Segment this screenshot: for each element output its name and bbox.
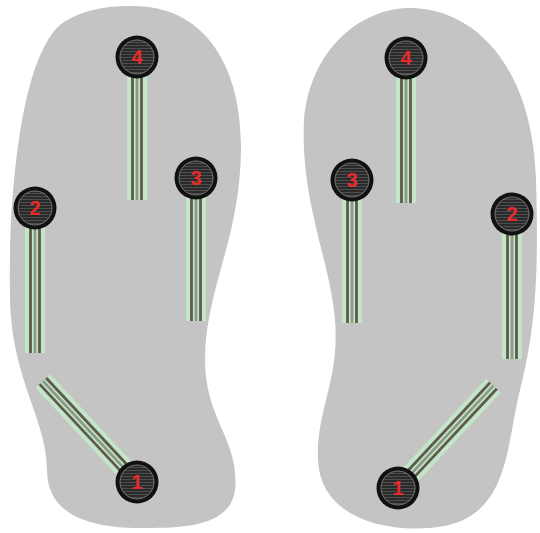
sensor-lead (342, 198, 362, 323)
sensor-circle: 2 (13, 186, 57, 230)
callout-number: 4 (131, 47, 142, 67)
sensor-lead (186, 196, 206, 321)
callout-number: 3 (190, 168, 201, 188)
sensor-lead (502, 232, 522, 359)
callout-number: 4 (400, 48, 411, 68)
sensor-lead (36, 374, 132, 475)
callout-number: 3 (346, 170, 357, 190)
sensor-lead (396, 76, 416, 203)
sensor-lead (25, 226, 45, 353)
sensor-circle: 4 (115, 35, 159, 79)
sensor-circle: 3 (330, 158, 374, 202)
sensor-lead (403, 379, 501, 482)
left-sole (10, 6, 241, 528)
sensor-circle: 1 (115, 460, 159, 504)
sensor-circle: 2 (490, 192, 534, 236)
sensor-circle: 1 (376, 466, 420, 510)
sensor-circle: 3 (174, 156, 218, 200)
callout-number: 2 (29, 198, 40, 218)
sensor-leads (25, 75, 522, 482)
sensor-lead (127, 75, 147, 200)
callout-number: 2 (506, 204, 517, 224)
callout-number: 1 (131, 472, 142, 492)
right-sole (304, 8, 537, 528)
callout-number: 1 (392, 478, 403, 498)
sensor-circle: 4 (384, 36, 428, 80)
